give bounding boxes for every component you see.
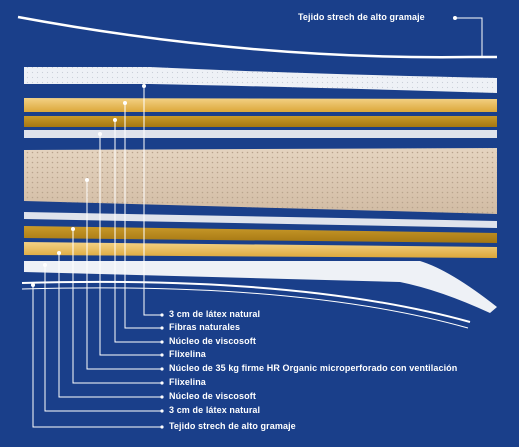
leader-lines (32, 86, 162, 428)
label-viscosoft-bottom: Núcleo de viscosoft (169, 391, 256, 401)
top-fabric-layer (17, 15, 497, 59)
latex-bottom-layer (24, 242, 497, 258)
label-viscosoft-top: Núcleo de viscosoft (169, 336, 256, 346)
label-latex-top: 3 cm de látex natural (169, 309, 261, 319)
leader-dots (31, 84, 164, 429)
label-bottom-fabric: Tejido strech de alto gramaje (169, 421, 296, 431)
bottom-white-layer (24, 261, 497, 313)
label-fibras: Fibras naturales (169, 322, 241, 332)
viscosoft-top-layer (24, 116, 497, 127)
top-leader (455, 17, 483, 58)
bottom-fabric-layer (21, 280, 471, 323)
viscosoft-bottom-layer (24, 226, 497, 243)
label-flixelina-top: Flixelina (169, 349, 206, 359)
flixelina-bottom-layer (24, 212, 497, 228)
flixelina-top-layer (24, 130, 497, 138)
fibras-layer (24, 98, 497, 112)
label-latex-bottom: 3 cm de látex natural (169, 405, 261, 415)
label-top-fabric: Tejido strech de alto gramaje (298, 12, 425, 22)
label-core: Núcleo de 35 kg firme HR Organic micrope… (169, 363, 458, 373)
label-flixelina-bottom: Flixelina (169, 377, 206, 387)
